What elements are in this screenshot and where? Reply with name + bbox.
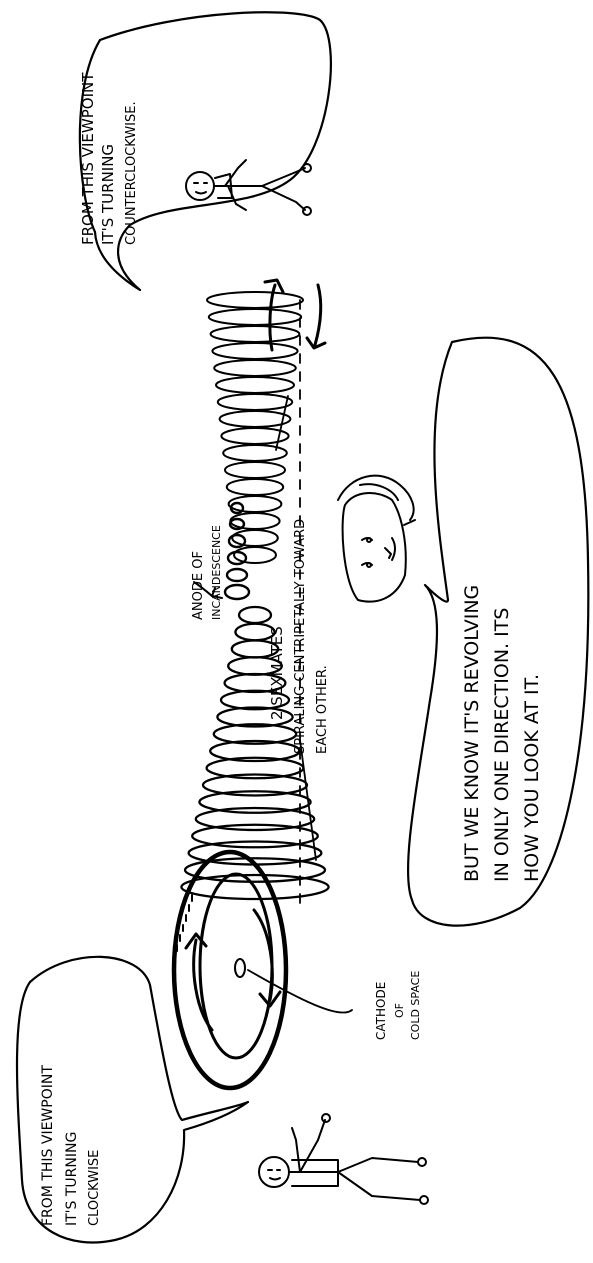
stick-figure-top-right — [186, 160, 311, 215]
spiral-coil — [239, 607, 271, 623]
spiral-coil — [218, 394, 292, 410]
spiral-caption-line1: 2 SEXMATES — [268, 626, 286, 720]
anode-label-line1: ANODE OF — [191, 551, 206, 620]
cathode-label: CATHODE OF COLD SPACE — [374, 971, 422, 1040]
spiral-coil — [209, 309, 301, 325]
bubble-middle-line2: IN ONLY ONE DIRECTION. ITS — [491, 608, 513, 882]
spiral-caption-line2: SPIRALING CENTRIPETALLY TOWARD — [293, 519, 308, 754]
cathode-label-line1: CATHODE — [374, 982, 388, 1040]
anode-label-line2: INCANDESCENCE — [210, 525, 223, 620]
narrator-face — [338, 476, 415, 602]
spiral-coil — [216, 377, 294, 393]
spiral-coil — [214, 360, 296, 376]
stick-figure-bottom-left — [259, 1114, 428, 1204]
spiral-coil — [211, 326, 300, 342]
bubble-bottom-left-line2: IT'S TURNING — [64, 1132, 80, 1226]
bubble-top-right-line2: IT'S TURNING — [99, 144, 117, 245]
bubble-top-right-line3: COUNTERCLOCKWISE. — [124, 101, 139, 245]
cathode-label-line2: OF — [393, 1003, 406, 1018]
bubble-middle-text: BUT WE KNOW IT'S REVOLVING IN ONLY ONE D… — [461, 585, 543, 882]
spiral-coil — [207, 292, 303, 308]
spiral-coil — [225, 462, 285, 478]
bubble-top-right-line1: FROM THIS VIEWPOINT — [79, 72, 97, 245]
spiral-coil — [232, 530, 278, 546]
speech-bubble-middle: BUT WE KNOW IT'S REVOLVING IN ONLY ONE D… — [408, 338, 588, 926]
spiral-coil — [212, 343, 297, 359]
speech-bubble-bottom-left: FROM THIS VIEWPOINT IT'S TURNING CLOCKWI… — [17, 957, 248, 1243]
bubble-top-right-text: FROM THIS VIEWPOINT IT'S TURNING COUNTER… — [79, 72, 139, 245]
bubble-bottom-left-line1: FROM THIS VIEWPOINT — [40, 1065, 56, 1226]
rotation-arrows-top — [265, 280, 325, 350]
spiral-coil — [230, 513, 279, 529]
anode — [225, 503, 249, 599]
speech-bubble-top-right: FROM THIS VIEWPOINT IT'S TURNING COUNTER… — [79, 12, 331, 290]
spiral-coil — [234, 547, 276, 563]
spiral-coil — [220, 411, 291, 427]
bubble-middle-line1: BUT WE KNOW IT'S REVOLVING — [461, 585, 483, 882]
cathode-disc — [174, 852, 286, 1088]
cathode-label-line3: COLD SPACE — [409, 971, 422, 1040]
bubble-bottom-left-text: FROM THIS VIEWPOINT IT'S TURNING CLOCKWI… — [40, 1065, 102, 1226]
spiral-caption: 2 SEXMATES SPIRALING CENTRIPETALLY TOWAR… — [268, 519, 330, 754]
anode-label: ANODE OF INCANDESCENCE — [191, 525, 223, 620]
spiral-caption-line3: EACH OTHER. — [315, 665, 330, 754]
bubble-middle-line3: HOW YOU LOOK AT IT. — [521, 674, 543, 882]
bubble-bottom-left-line3: CLOCKWISE — [87, 1150, 102, 1226]
spiral-coil — [227, 479, 283, 495]
